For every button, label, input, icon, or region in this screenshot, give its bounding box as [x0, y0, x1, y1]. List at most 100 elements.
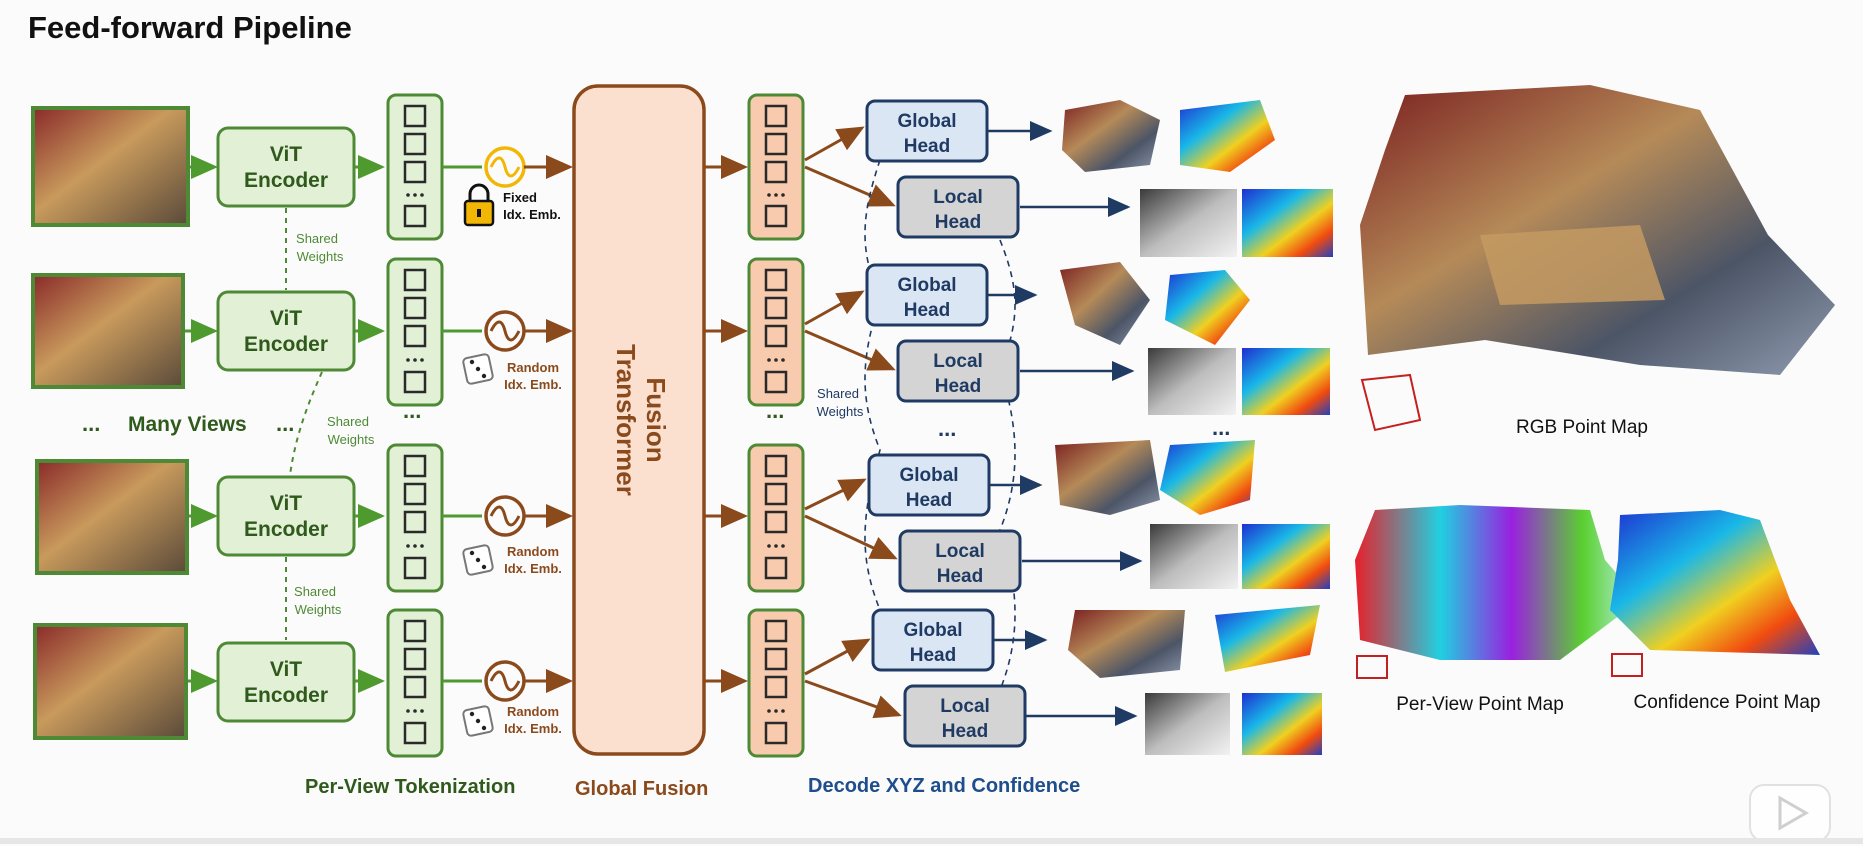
svg-text:...: ... — [82, 411, 100, 436]
shared-weights-label: Shared — [327, 414, 369, 429]
random-emb-label: Random — [507, 704, 559, 719]
confidence-thumb — [1242, 693, 1322, 755]
pointcloud-thumb — [1062, 100, 1160, 172]
fused-tokens-ellipsis: ... — [766, 398, 784, 423]
rgb-point-map — [1360, 85, 1835, 432]
vit-encoder: ViT Encoder — [216, 290, 356, 372]
input-view-image — [33, 623, 188, 740]
local-head: Local Head — [896, 339, 1020, 403]
svg-text:Idx. Emb.: Idx. Emb. — [503, 207, 561, 222]
depth-thumb — [1150, 524, 1238, 589]
svg-text:Idx. Emb.: Idx. Emb. — [504, 377, 562, 392]
play-icon[interactable] — [1749, 784, 1831, 842]
svg-text:Encoder: Encoder — [244, 518, 328, 541]
view-row-3: ViT Encoder Random Idx. Emb. — [35, 443, 573, 593]
view-row-1: ViT Encoder Fixed Idx. Emb. — [31, 93, 573, 241]
pointcloud-thumb — [1060, 262, 1150, 345]
confidence-point-map — [1610, 510, 1820, 677]
svg-text:Head: Head — [942, 721, 988, 742]
token-column — [386, 608, 444, 758]
svg-text:Global: Global — [899, 465, 958, 486]
svg-text:Local: Local — [933, 351, 983, 372]
svg-text:Global: Global — [897, 111, 956, 132]
svg-text:Many Views: Many Views — [128, 413, 247, 436]
svg-text:Local: Local — [940, 696, 990, 717]
per-view-point-map — [1355, 505, 1640, 679]
heads-ellipsis: ... — [938, 416, 956, 441]
local-head: Local Head — [896, 175, 1020, 239]
svg-text:Head: Head — [910, 645, 956, 666]
local-output-thumbs — [1140, 189, 1333, 755]
fused-token-column — [747, 443, 805, 593]
stage-label-decode: Decode XYZ and Confidence — [808, 775, 1080, 797]
global-head: Global Head — [865, 99, 989, 163]
many-views-label: ... Many Views ... — [82, 411, 294, 436]
local-head: Local Head — [898, 529, 1022, 593]
svg-text:Encoder: Encoder — [244, 169, 328, 192]
local-head: Local Head — [903, 684, 1027, 748]
random-embedding-icon — [484, 310, 526, 352]
stage-label-tokenization: Per-View Tokenization — [305, 776, 515, 798]
dice-icon — [462, 544, 494, 576]
svg-text:Local: Local — [933, 187, 983, 208]
token-column — [386, 257, 444, 407]
depth-thumb — [1148, 348, 1236, 415]
input-view-image — [31, 106, 190, 227]
vit-encoder: ViT Encoder — [216, 641, 356, 723]
svg-text:Weights: Weights — [295, 602, 342, 617]
confidence-thumb — [1180, 100, 1275, 172]
global-output-thumbs — [1055, 100, 1320, 678]
svg-text:Head: Head — [904, 300, 950, 321]
confidence-point-map-caption: Confidence Point Map — [1634, 692, 1821, 713]
input-view-image — [31, 273, 185, 389]
svg-text:Weights: Weights — [328, 432, 375, 447]
progress-track[interactable] — [0, 838, 1863, 844]
svg-text:Local: Local — [935, 541, 985, 562]
svg-text:Head: Head — [935, 376, 981, 397]
random-embedding-icon — [484, 660, 526, 702]
lock-icon — [463, 183, 495, 227]
shared-weights-label: Shared — [296, 231, 338, 246]
global-head: Global Head — [871, 608, 995, 672]
fused-token-column — [747, 93, 805, 241]
svg-text:ViT: ViT — [270, 143, 302, 166]
shared-weights-label: Shared — [294, 584, 336, 599]
fixed-emb-label: Fixed — [503, 190, 537, 205]
depth-thumb — [1140, 189, 1237, 257]
vit-encoder: ViT Encoder — [216, 126, 356, 208]
confidence-thumb — [1215, 605, 1320, 672]
tokens-ellipsis: ... — [403, 398, 421, 423]
svg-text:Weights: Weights — [297, 249, 344, 264]
svg-text:ViT: ViT — [270, 492, 302, 515]
fused-token-column — [747, 608, 805, 758]
confidence-thumb — [1242, 524, 1330, 589]
svg-text:Global: Global — [897, 275, 956, 296]
confidence-thumb — [1242, 189, 1333, 257]
per-view-point-map-caption: Per-View Point Map — [1396, 694, 1564, 715]
confidence-thumb — [1165, 270, 1250, 345]
svg-text:ViT: ViT — [270, 658, 302, 681]
pointcloud-thumb — [1055, 440, 1160, 515]
svg-text:Head: Head — [906, 490, 952, 511]
vit-encoder: ViT Encoder — [216, 475, 356, 557]
svg-text:Transformer: Transformer — [611, 344, 641, 496]
svg-text:Encoder: Encoder — [244, 333, 328, 356]
svg-text:Weights: Weights — [817, 404, 864, 419]
fused-token-column — [747, 257, 805, 407]
view-row-4: ViT Encoder Random Idx. Emb. — [33, 608, 573, 758]
random-emb-label: Random — [507, 544, 559, 559]
outputs-ellipsis: ... — [1212, 415, 1230, 440]
shared-weights-label: Shared — [817, 386, 859, 401]
random-emb-label: Random — [507, 360, 559, 375]
slide-title: Feed-forward Pipeline — [28, 10, 352, 45]
global-head: Global Head — [867, 453, 991, 517]
rgb-point-map-caption: RGB Point Map — [1516, 417, 1648, 438]
dice-icon — [462, 705, 494, 737]
view-row-2: ViT Encoder Random Idx. Emb. — [31, 257, 573, 407]
svg-text:Encoder: Encoder — [244, 684, 328, 707]
token-column — [386, 443, 444, 593]
token-column — [386, 93, 444, 241]
svg-text:Head: Head — [935, 212, 981, 233]
confidence-thumb — [1242, 348, 1330, 415]
